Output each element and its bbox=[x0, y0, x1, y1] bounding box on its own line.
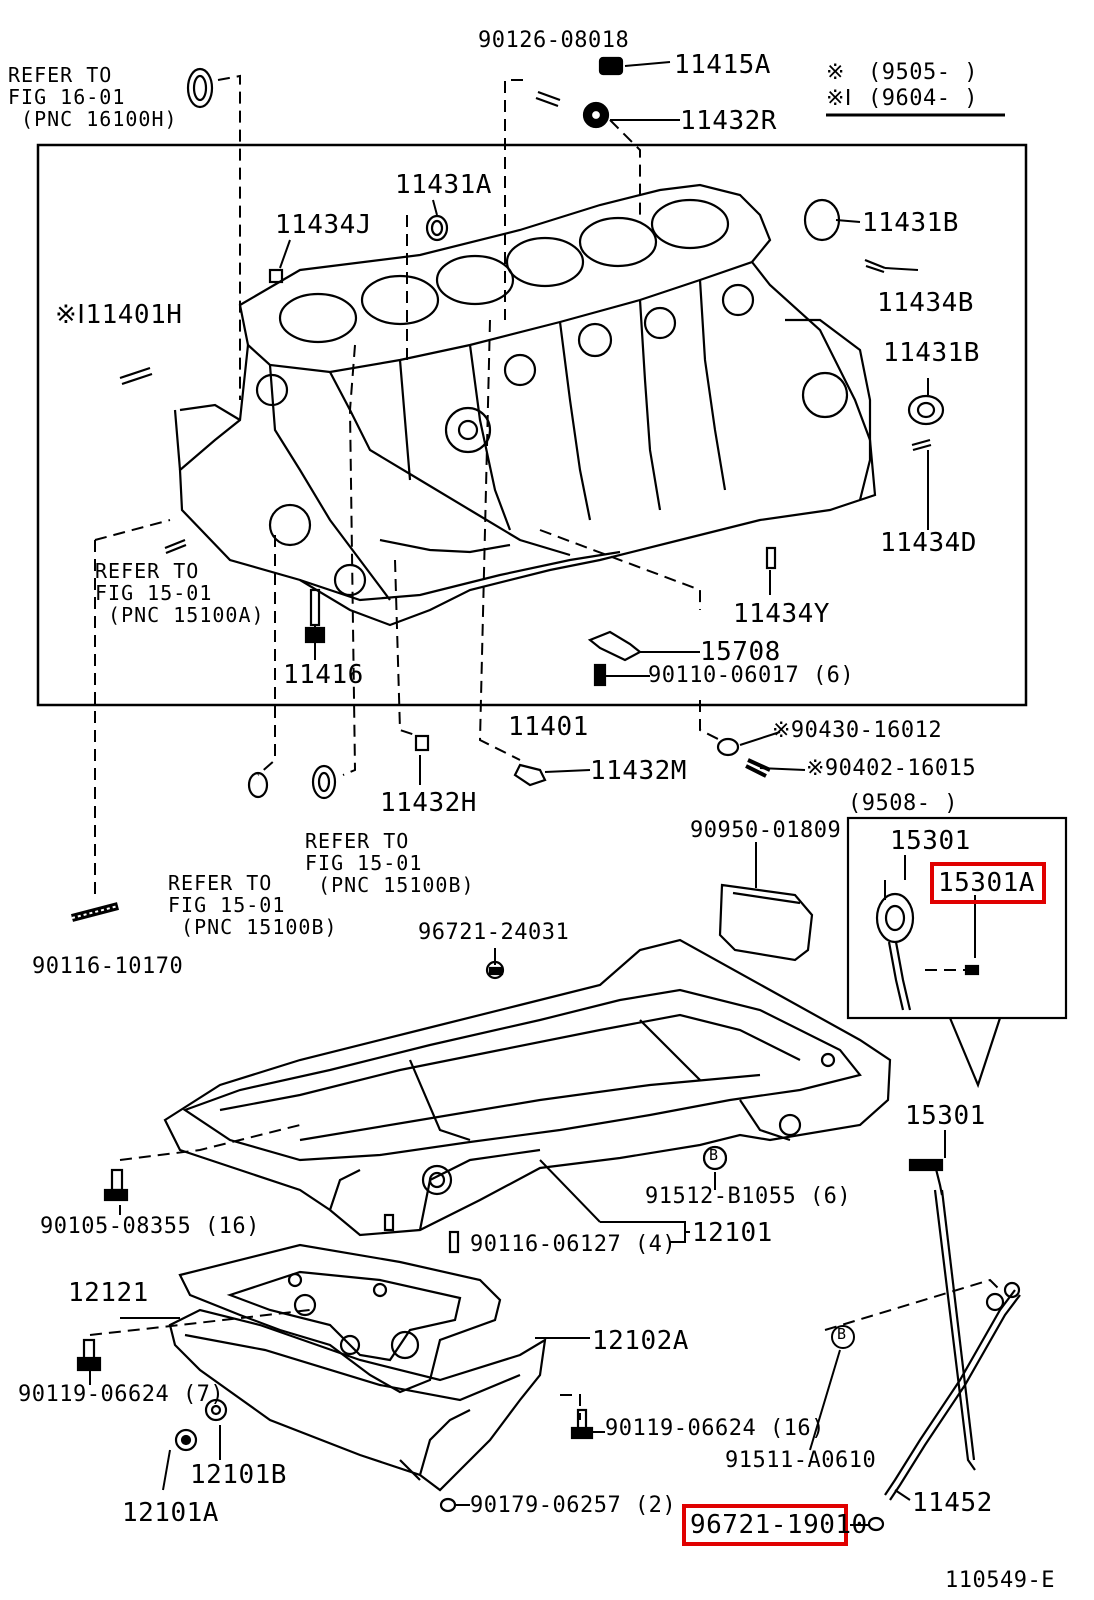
part-11431B-top: 11431B bbox=[862, 208, 959, 238]
diagram-id: 110549-E bbox=[945, 1568, 1055, 1593]
legend-symbol-1: ※ bbox=[826, 60, 845, 85]
part-11431A: 11431A bbox=[395, 170, 492, 200]
part-11431B-mid: 11431B bbox=[883, 338, 980, 368]
part-11401H: ※Ⅰ11401H bbox=[55, 300, 183, 330]
inset-part-15301A: 15301A bbox=[938, 868, 1035, 898]
part-12121: 12121 bbox=[68, 1278, 149, 1308]
part-91512-B1055: 91512-B1055 (6) bbox=[645, 1184, 852, 1209]
part-11434Y: 11434Y bbox=[733, 599, 830, 629]
part-90402-16015: ※90402-16015 bbox=[806, 756, 977, 781]
part-96721-19010: 96721-19010 bbox=[690, 1510, 868, 1540]
part-11416: 11416 bbox=[283, 660, 364, 690]
legend-range-1: (9505- ) bbox=[868, 60, 978, 85]
part-12101: 12101 bbox=[692, 1218, 773, 1248]
part-90110-06017: 90110-06017 (6) bbox=[648, 663, 855, 688]
refer-fig-15-01-b-left: REFER TO FIG 15-01 (PNC 15100B) bbox=[168, 871, 338, 939]
part-11452: 11452 bbox=[912, 1488, 993, 1518]
part-11434J: 11434J bbox=[275, 210, 372, 240]
refer-fig-15-01-b-right: REFER TO FIG 15-01 (PNC 15100B) bbox=[305, 829, 475, 897]
part-11432R: 11432R bbox=[680, 106, 777, 136]
legend-range-2: (9604- ) bbox=[868, 86, 978, 111]
inset-part-15301: 15301 bbox=[890, 826, 971, 856]
inset-date-range: (9508- ) bbox=[848, 791, 958, 816]
part-90116-06127: 90116-06127 (4) bbox=[470, 1232, 677, 1257]
part-11432H: 11432H bbox=[380, 788, 477, 818]
part-15708: 15708 bbox=[700, 637, 781, 667]
marker-b-2: B bbox=[837, 1325, 847, 1343]
part-90179-06257: 90179-06257 (2) bbox=[470, 1493, 677, 1518]
part-91511-A0610: 91511-A0610 bbox=[725, 1448, 877, 1473]
part-12101B: 12101B bbox=[190, 1460, 287, 1490]
part-96721-24031: 96721-24031 bbox=[418, 920, 570, 945]
part-11432M: 11432M bbox=[590, 756, 687, 786]
part-11434D: 11434D bbox=[880, 528, 977, 558]
refer-fig-15-01-a: REFER TO FIG 15-01 (PNC 15100A) bbox=[95, 559, 265, 627]
highlight-15301A bbox=[930, 862, 1046, 904]
marker-b-1: B bbox=[709, 1146, 719, 1164]
highlight-96721-19010 bbox=[682, 1504, 848, 1546]
part-11401: 11401 bbox=[508, 712, 589, 742]
part-90119-06624-7: 90119-06624 (7) bbox=[18, 1382, 225, 1407]
part-90116-10170: 90116-10170 bbox=[32, 954, 184, 979]
part-12102A: 12102A bbox=[592, 1326, 689, 1356]
part-15301-dipstick: 15301 bbox=[905, 1101, 986, 1131]
part-11415A: 11415A bbox=[674, 50, 771, 80]
legend-symbol-2: ※Ⅰ bbox=[826, 86, 852, 111]
refer-fig-16-01: REFER TO FIG 16-01 (PNC 16100H) bbox=[8, 63, 178, 131]
part-90119-06624-16: 90119-06624 (16) bbox=[605, 1416, 825, 1441]
part-90105-08355: 90105-08355 (16) bbox=[40, 1214, 260, 1239]
part-12101A: 12101A bbox=[122, 1498, 219, 1528]
part-90126-08018: 90126-08018 bbox=[478, 28, 630, 53]
part-90950-01809: 90950-01809 bbox=[690, 818, 842, 843]
part-90430-16012: ※90430-16012 bbox=[772, 718, 943, 743]
part-11434B: 11434B bbox=[877, 288, 974, 318]
